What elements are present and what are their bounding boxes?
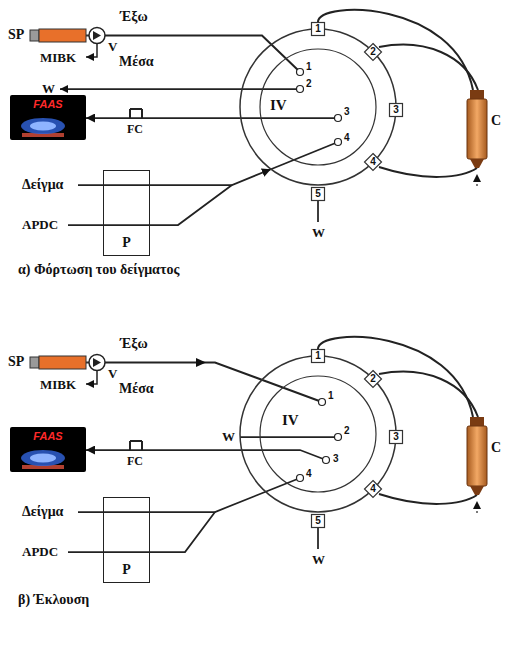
flow-cell-symbol	[130, 441, 142, 450]
rotor-port	[335, 115, 342, 122]
reagent-label: Δείγμα	[22, 177, 63, 193]
flame	[21, 450, 65, 466]
solvent-label: MIBK	[40, 377, 76, 392]
rotor-line	[241, 117, 338, 119]
reagent-label: APDC	[22, 217, 58, 232]
eluent-line	[105, 36, 300, 73]
port-number: 3	[389, 103, 403, 117]
valve-out-label: Έξω	[120, 336, 148, 352]
flame-core	[30, 454, 56, 463]
port-number: 4	[366, 155, 380, 169]
valve-in-label: Μέσα	[119, 54, 154, 70]
port-number: 2	[344, 425, 350, 437]
waste-label: W	[42, 81, 55, 96]
port-diamond	[365, 371, 382, 388]
port-square	[312, 350, 325, 363]
waste-label: W	[312, 552, 325, 567]
column-label: C	[491, 113, 501, 129]
tube-connector	[150, 512, 215, 552]
port-number: 1	[311, 22, 325, 36]
flow-cell-label: FC	[127, 454, 143, 468]
port-square	[312, 188, 325, 201]
port-number: 1	[328, 390, 334, 402]
node-label: IV	[282, 412, 299, 428]
port-number: 4	[366, 482, 380, 496]
port-number: 1	[311, 349, 325, 363]
port-number: 3	[344, 106, 350, 118]
port-square	[390, 104, 403, 117]
flow-arrow	[196, 358, 206, 367]
valve-rotor	[260, 49, 376, 165]
rotor-port	[335, 139, 342, 146]
pump-box: P	[103, 170, 150, 256]
rotor-line	[242, 450, 326, 460]
node-label: P	[122, 235, 131, 251]
port-square	[390, 431, 403, 444]
spectrometer-box: FAAS	[10, 95, 86, 140]
rotor-line	[271, 142, 338, 169]
valve-out-label: Έξω	[120, 9, 148, 25]
port-number: 2	[366, 372, 380, 386]
tube-connector	[150, 185, 232, 225]
rotor-port	[335, 434, 342, 441]
node-label: IV	[270, 97, 287, 113]
rotor-port	[297, 86, 304, 93]
valve-in-label: Μέσα	[119, 381, 154, 397]
valve-outer-ring	[240, 356, 396, 512]
port-diamond	[365, 44, 382, 61]
eluent-line	[105, 363, 322, 403]
port-number: 2	[306, 78, 312, 90]
tube-connector	[150, 169, 271, 185]
reagent-label: Δείγμα	[22, 504, 63, 520]
waste-line	[240, 436, 338, 438]
solvent-label: MIBK	[40, 50, 76, 65]
valve-outer-ring	[240, 29, 396, 185]
port-number: 5	[311, 514, 325, 528]
port-number: 2	[366, 45, 380, 59]
port-square	[312, 23, 325, 36]
port-square	[312, 515, 325, 528]
port-number: 4	[306, 468, 312, 480]
port-number: 1	[306, 61, 312, 73]
port-number: 3	[389, 430, 403, 444]
pump-label: SP	[8, 27, 24, 43]
port-number: 5	[311, 187, 325, 201]
reagent-label: APDC	[22, 544, 58, 559]
flow-cell-symbol	[130, 109, 142, 118]
rotor-port	[323, 457, 330, 464]
column-label: C	[491, 440, 501, 456]
rotor-port	[297, 69, 304, 76]
panel-a-parts	[30, 10, 487, 225]
port-diamond	[365, 481, 382, 498]
node-label: FAAS	[10, 95, 86, 111]
node-label: FAAS	[10, 427, 86, 443]
flame-core	[30, 122, 56, 131]
panel-caption: β) Έκλουση	[18, 592, 89, 608]
waste-label: W	[222, 429, 235, 444]
panel-b-parts	[30, 337, 487, 552]
rotor-port	[319, 399, 326, 406]
spectrometer-box: FAAS	[10, 427, 86, 472]
rotor-port	[297, 475, 304, 482]
panel-caption: α) Φόρτωση του δείγματος	[18, 262, 179, 278]
valve-label: V	[108, 39, 117, 54]
tube-connector	[86, 449, 242, 451]
port-number: 3	[333, 453, 339, 465]
waste-label: W	[312, 225, 325, 240]
waste-line	[60, 88, 300, 90]
tube-connector	[86, 117, 241, 119]
node-label: P	[122, 562, 131, 578]
flame	[21, 118, 65, 134]
port-number: 4	[344, 132, 350, 144]
valve-rotor	[260, 376, 376, 492]
pump-box: P	[103, 497, 150, 583]
valve-label: V	[108, 366, 117, 381]
flow-cell-label: FC	[127, 122, 143, 136]
pump-label: SP	[8, 354, 24, 370]
tube-connector	[150, 492, 266, 512]
port-diamond	[365, 154, 382, 171]
